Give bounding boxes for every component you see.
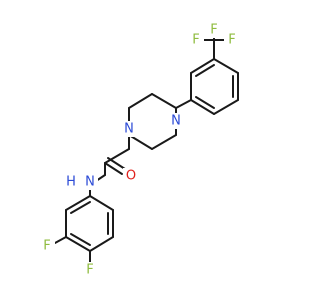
atom-f-left: F xyxy=(188,32,204,48)
bond xyxy=(54,236,67,244)
atom-n-piperazine-lower: N xyxy=(121,121,137,137)
bond xyxy=(151,134,177,150)
bond xyxy=(65,236,91,252)
bond xyxy=(104,162,123,175)
bond xyxy=(213,99,239,115)
atom-n-amide: N xyxy=(82,174,98,190)
atom-o-carbonyl: O xyxy=(123,168,139,184)
atom-n-piperazine-upper: N xyxy=(168,113,184,129)
bond xyxy=(89,195,114,211)
atom-label: O xyxy=(126,169,136,184)
bond xyxy=(128,134,153,150)
bond xyxy=(65,195,91,211)
bond xyxy=(70,201,91,214)
atom-h-amide: H xyxy=(64,174,78,190)
bond xyxy=(190,58,215,74)
atom-label: N xyxy=(85,175,95,190)
atom-label: N xyxy=(124,122,134,137)
molecule-structure: F F F N N O N H xyxy=(39,22,240,278)
atom-label: H xyxy=(66,175,76,190)
atom-f-ring-lower: F xyxy=(82,262,98,278)
bond xyxy=(89,236,114,252)
atom-label: F xyxy=(86,263,93,278)
atom-label: F xyxy=(43,239,50,254)
bond xyxy=(195,64,215,77)
atom-labels: F F F N N O N H xyxy=(39,22,240,278)
atom-label: F xyxy=(192,33,199,48)
bond xyxy=(213,58,239,74)
bond xyxy=(107,157,126,170)
atom-label: F xyxy=(228,33,235,48)
bond xyxy=(128,93,153,109)
bond xyxy=(151,93,177,109)
atom-f-right: F xyxy=(224,32,240,48)
bond xyxy=(70,233,91,246)
bond xyxy=(195,96,215,109)
atom-f-ring-upper: F xyxy=(39,238,55,254)
bond xyxy=(175,99,192,109)
atom-f-top: F xyxy=(206,22,222,38)
bond xyxy=(104,148,130,164)
atom-label: F xyxy=(210,23,217,38)
atom-label: N xyxy=(171,114,181,129)
bond xyxy=(190,99,215,115)
bonds xyxy=(54,32,239,263)
